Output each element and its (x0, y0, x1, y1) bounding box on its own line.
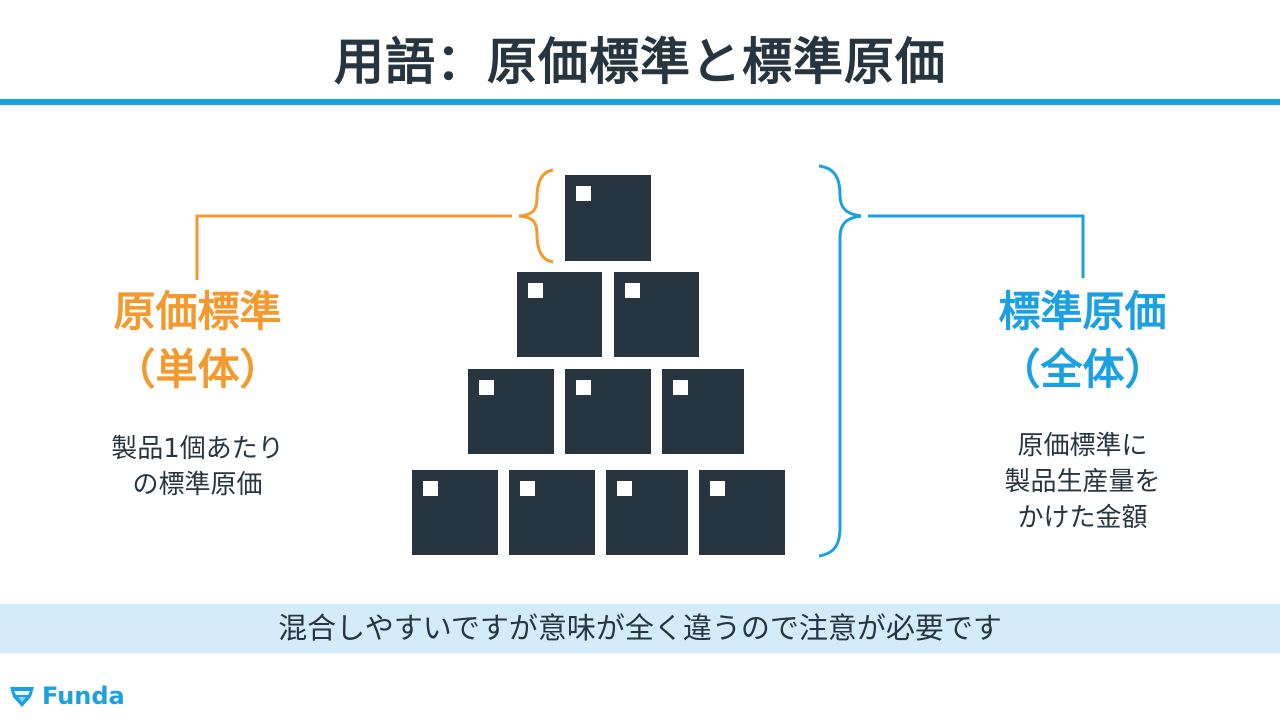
box-highlight (528, 283, 543, 298)
unit-cost-description-line: の標準原価 (132, 470, 263, 500)
total-cost-term: 標準原価 (998, 287, 1167, 336)
total-cost-description: 原価標準に 製品生産量を かけた金額 (950, 428, 1215, 536)
product-box (699, 470, 785, 555)
total-cost-label: 標準原価 （全体） (955, 283, 1210, 399)
product-box (565, 175, 651, 261)
brand-name: Funda (42, 682, 125, 710)
total-cost-description-line: 製品生産量を (1004, 467, 1161, 497)
product-box (565, 369, 651, 454)
unit-connector-line (195, 214, 512, 280)
box-highlight (479, 380, 494, 395)
total-cost-description-line: かけた金額 (1017, 503, 1148, 533)
product-box (614, 272, 699, 357)
product-box (517, 272, 602, 357)
total-cost-qualifier: （全体） (998, 345, 1167, 394)
caution-text: 混合しやすいですが意味が全く違うので注意が必要です (278, 611, 1002, 645)
product-box (509, 470, 595, 555)
page-title: 用語：原価標準と標準原価 (334, 33, 946, 91)
unit-brace-icon (518, 168, 554, 264)
product-box (606, 470, 688, 555)
title-divider (0, 99, 1280, 105)
total-cost-description-line: 原価標準に (1017, 431, 1148, 461)
unit-connector (195, 168, 554, 280)
box-highlight (423, 481, 438, 496)
gem-icon (10, 687, 34, 707)
unit-cost-term: 原価標準 (113, 287, 282, 336)
unit-cost-qualifier: （単体） (113, 345, 282, 394)
box-highlight (625, 283, 640, 298)
box-highlight (673, 380, 688, 395)
unit-cost-label: 原価標準 （単体） (70, 283, 325, 399)
product-box (468, 369, 554, 454)
total-brace-icon (818, 164, 862, 558)
box-highlight (617, 481, 632, 496)
box-highlight (576, 380, 591, 395)
unit-cost-description: 製品1個あたり の標準原価 (60, 431, 335, 503)
unit-cost-description-line: 製品1個あたり (111, 434, 284, 464)
product-box (412, 470, 498, 555)
product-box (662, 369, 744, 454)
caution-banner: 混合しやすいですが意味が全く違うので注意が必要です (0, 604, 1280, 653)
funda-logo: Funda (8, 680, 125, 712)
box-highlight (520, 481, 535, 496)
box-highlight (576, 186, 591, 201)
box-highlight (710, 481, 725, 496)
total-connector (818, 164, 1085, 558)
total-connector-line (868, 214, 1085, 278)
